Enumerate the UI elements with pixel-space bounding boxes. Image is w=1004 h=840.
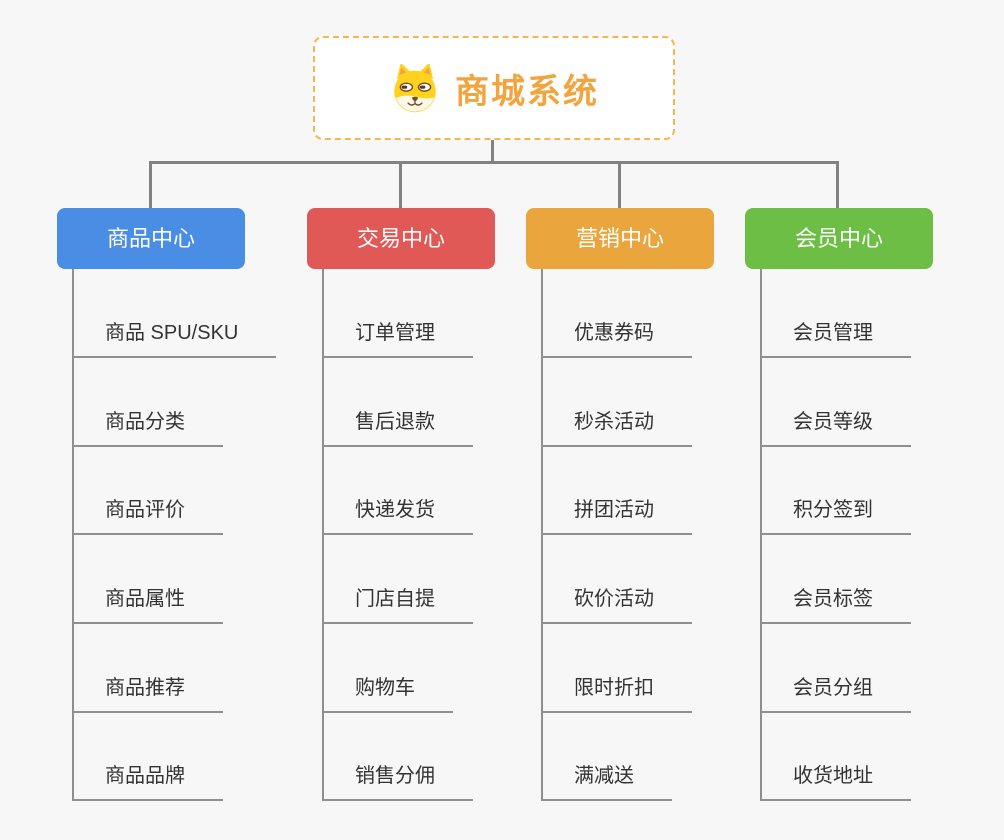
- connector-root-drop: [491, 140, 494, 162]
- branch-column-goods: 商品中心 商品 SPU/SKU 商品分类 商品评价 商品属性 商品推荐 商品品牌: [57, 208, 317, 808]
- leaf-node[interactable]: 秒杀活动: [541, 408, 692, 447]
- branch-column-trade: 交易中心 订单管理 售后退款 快递发货 门店自提 购物车 销售分佣: [307, 208, 567, 808]
- leaf-node[interactable]: 优惠券码: [541, 319, 692, 358]
- connector-branch-drop-2: [399, 161, 402, 208]
- connector-branch-drop-1: [149, 161, 152, 208]
- leaf-node[interactable]: 快递发货: [322, 496, 473, 535]
- leaf-node[interactable]: 收货地址: [760, 762, 911, 801]
- connector-branch-drop-4: [836, 161, 839, 208]
- root-node[interactable]: 商城系统: [313, 36, 675, 140]
- connector-branch-drop-3: [618, 161, 621, 208]
- leaf-node[interactable]: 会员等级: [760, 408, 911, 447]
- dog-face-icon: [394, 63, 436, 113]
- leaf-node[interactable]: 会员标签: [760, 585, 911, 624]
- leaf-node[interactable]: 拼团活动: [541, 496, 692, 535]
- connector-rail: [149, 161, 839, 164]
- leaf-node[interactable]: 订单管理: [322, 319, 473, 358]
- leaf-node[interactable]: 购物车: [322, 674, 453, 713]
- leaf-node[interactable]: 销售分佣: [322, 762, 473, 801]
- leaf-node[interactable]: 积分签到: [760, 496, 911, 535]
- leaf-node[interactable]: 满减送: [541, 762, 672, 801]
- leaf-node[interactable]: 商品品牌: [72, 762, 223, 801]
- branch-node-marketing[interactable]: 营销中心: [526, 208, 714, 269]
- root-title: 商城系统: [455, 72, 599, 111]
- leaf-node[interactable]: 售后退款: [322, 408, 473, 447]
- leaf-node[interactable]: 会员分组: [760, 674, 911, 713]
- branch-node-member[interactable]: 会员中心: [745, 208, 933, 269]
- branch-node-goods[interactable]: 商品中心: [57, 208, 245, 269]
- leaf-node[interactable]: 门店自提: [322, 585, 473, 624]
- leaf-node[interactable]: 砍价活动: [541, 585, 692, 624]
- leaf-node[interactable]: 商品 SPU/SKU: [72, 319, 277, 358]
- leaf-node[interactable]: 限时折扣: [541, 674, 692, 713]
- leaf-node[interactable]: 会员管理: [760, 319, 911, 358]
- branch-column-marketing: 营销中心 优惠券码 秒杀活动 拼团活动 砍价活动 限时折扣 满减送: [526, 208, 786, 808]
- branch-node-trade[interactable]: 交易中心: [307, 208, 495, 269]
- leaf-node[interactable]: 商品推荐: [72, 674, 223, 713]
- leaf-node[interactable]: 商品属性: [72, 585, 223, 624]
- leaf-node[interactable]: 商品分类: [72, 408, 223, 447]
- leaf-node[interactable]: 商品评价: [72, 496, 223, 535]
- branch-column-member: 会员中心 会员管理 会员等级 积分签到 会员标签 会员分组 收货地址: [745, 208, 1004, 808]
